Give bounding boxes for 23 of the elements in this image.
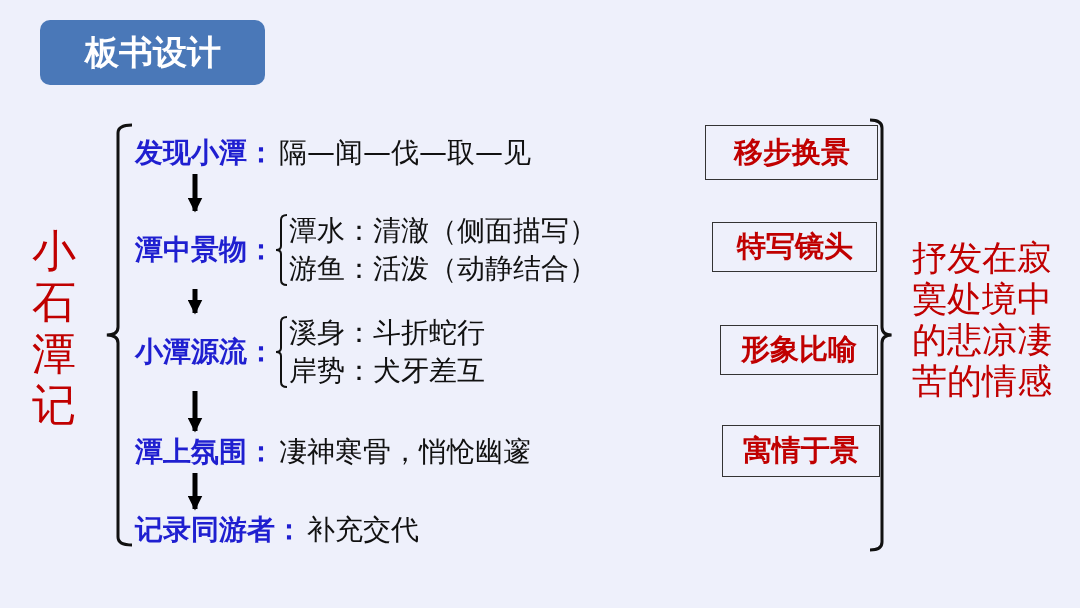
arrow — [187, 289, 203, 315]
lesson-title: 小石潭记 — [32, 225, 77, 431]
arrow — [187, 174, 203, 213]
step-detail: 补充交代 — [307, 512, 419, 548]
step-heading: 潭中景物： — [135, 232, 275, 268]
step-detail: 潭水：清澈（侧面描写） — [289, 213, 597, 249]
arrow — [187, 473, 203, 511]
technique-box: 形象比喻 — [720, 325, 878, 375]
step-detail: 溪身：斗折蛇行 — [289, 315, 485, 351]
step-heading: 发现小潭： — [135, 135, 275, 171]
step-detail: 岸势：犬牙差互 — [289, 353, 485, 389]
technique-box: 寓情于景 — [722, 425, 880, 477]
theme-text: 抒发在寂寞处境中的悲凉凄苦的情感 — [912, 238, 1053, 402]
step-heading: 小潭源流： — [135, 334, 275, 370]
title-banner: 板书设计 — [40, 20, 265, 85]
step-heading: 记录同游者： — [135, 512, 303, 548]
step-heading: 潭上氛围： — [135, 434, 275, 470]
arrow — [187, 391, 203, 433]
step-detail: 游鱼：活泼（动静结合） — [289, 251, 597, 287]
step-detail: 凄神寒骨，悄怆幽邃 — [279, 434, 531, 470]
step-detail: 隔—闻—伐—取—见 — [279, 135, 531, 171]
technique-box: 移步换景 — [705, 125, 878, 180]
technique-box: 特写镜头 — [712, 222, 877, 272]
